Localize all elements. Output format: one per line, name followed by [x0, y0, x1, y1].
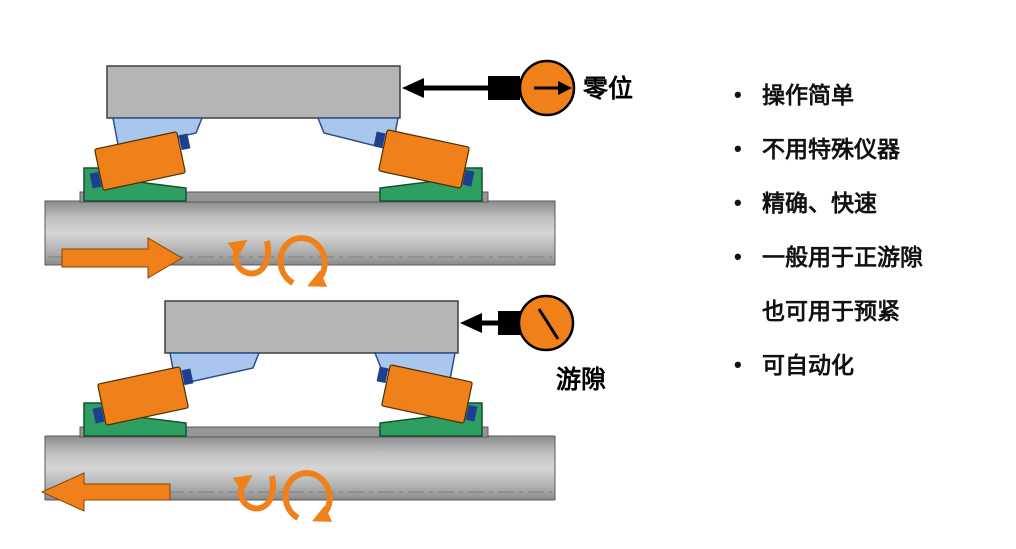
note-text: 也可用于预紧: [762, 298, 900, 324]
thrust-arrow-left: [40, 472, 171, 512]
housing: [106, 65, 401, 119]
gauge-dial: [517, 294, 575, 352]
note-item-continuation: 也可用于预紧: [722, 296, 1014, 326]
bullet-marker: •: [734, 190, 742, 215]
gauge-contact-arrow: [402, 78, 424, 98]
cage-tab: [462, 169, 475, 187]
gauge-clamp: [488, 76, 520, 100]
gauge-contact-arrow: [460, 313, 482, 333]
cage-tab: [181, 368, 194, 386]
rotation-arrow: [227, 239, 272, 277]
roller-right: [376, 364, 478, 424]
bullet-marker: •: [734, 136, 742, 161]
note-item: • 精确、快速: [722, 188, 1014, 218]
dial-gauge-zero: 零位: [402, 59, 633, 117]
cage-tab: [465, 404, 478, 422]
thrust-arrow-right: [61, 237, 183, 279]
cage-tab: [178, 133, 191, 151]
gauge-needle-tip: [558, 81, 572, 95]
notes-list: • 操作简单 • 不用特殊仪器 • 精确、快速 • 一般用于正游隙 也可用于预紧…: [722, 80, 1014, 404]
roller-left: [89, 131, 191, 191]
note-text: 精确、快速: [762, 190, 877, 216]
note-text: 一般用于正游隙: [762, 244, 923, 270]
cage-tab: [376, 366, 389, 384]
note-item: • 可自动化: [722, 350, 1014, 380]
note-item: • 操作简单: [722, 80, 1014, 110]
cage-tab: [373, 131, 386, 149]
note-text: 可自动化: [762, 352, 854, 378]
gauge-needle: [537, 308, 560, 340]
bullet-marker: •: [734, 352, 742, 377]
note-item: • 不用特殊仪器: [722, 134, 1014, 164]
diagram-clearance: 游隙: [40, 294, 606, 522]
roller-right: [373, 129, 475, 189]
gauge-label-clearance: 游隙: [556, 366, 606, 394]
bearing-diagram: 零位: [40, 59, 633, 522]
diagram-zero-position: 零位: [44, 59, 633, 287]
shaft-seat: [79, 191, 489, 203]
bullet-marker: •: [734, 82, 742, 107]
cage-tab: [89, 171, 102, 189]
rotation-loop-arrow: [277, 235, 328, 287]
rotation-loop-arrow: [282, 470, 333, 522]
gauge-label-zero: 零位: [582, 74, 633, 103]
note-text: 操作简单: [762, 82, 854, 108]
note-item: • 一般用于正游隙: [722, 242, 1014, 272]
housing: [164, 300, 459, 354]
shaft-seat: [79, 426, 489, 438]
bearing-cup-left: [169, 352, 261, 386]
note-text: 不用特殊仪器: [762, 136, 900, 162]
roller-left: [92, 366, 194, 426]
dial-gauge-clearance: 游隙: [460, 294, 606, 394]
bullet-marker: •: [734, 244, 742, 269]
cage-tab: [92, 406, 105, 424]
rotation-arrow: [232, 474, 277, 512]
